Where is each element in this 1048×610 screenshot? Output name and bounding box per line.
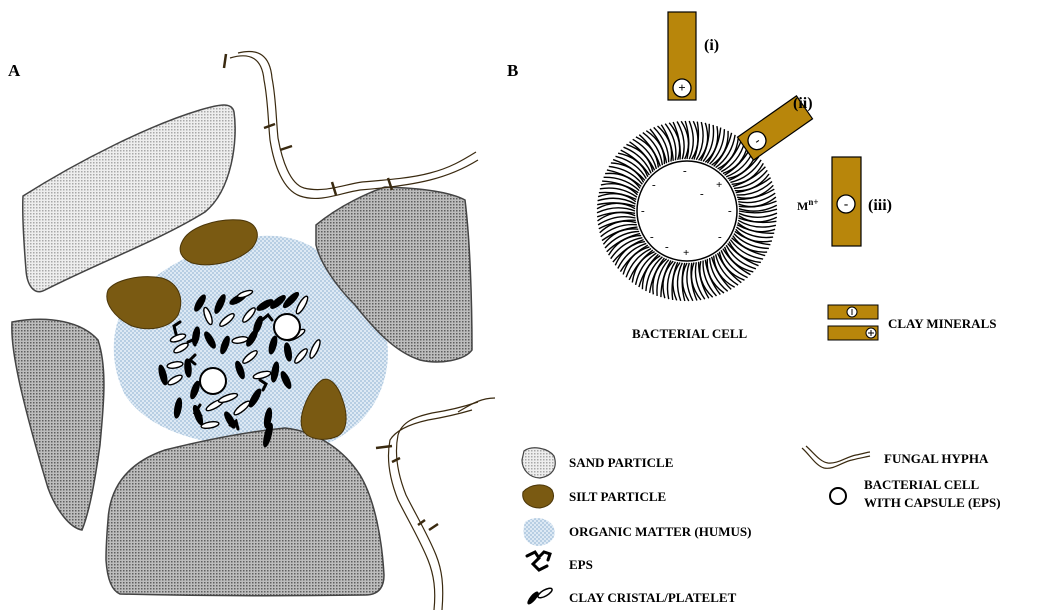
clay-plate-i: + (i): [668, 12, 719, 100]
panel-b-label: B: [507, 61, 518, 80]
cell-body: [637, 161, 737, 261]
legend-sand: SAND PARTICLE: [522, 448, 673, 478]
legend-hypha: FUNGAL HYPHA: [802, 446, 989, 468]
cell-charge: -: [641, 205, 645, 217]
clay-minerals-icon: [828, 305, 878, 340]
legend-hypha-label: FUNGAL HYPHA: [884, 451, 989, 466]
plate-label: (i): [704, 37, 719, 54]
legend-clay: CLAY CRISTAL/PLATELET: [526, 586, 737, 606]
legend-eps-label: EPS: [569, 557, 593, 572]
clay-plate-ii: - (ii): [737, 95, 812, 160]
cell-charge: -: [700, 188, 704, 200]
capsule-fiber: [597, 212, 635, 217]
metal-cation-sup: n+: [808, 197, 818, 207]
capsule-fiber: [598, 194, 636, 202]
cell-charge: +: [683, 247, 689, 259]
legend-eps: EPS: [527, 552, 593, 572]
cell-charge: -: [683, 165, 687, 177]
bacterial-cell-label: BACTERIAL CELL: [632, 326, 748, 341]
bacterial-cell-with-capsule: [200, 368, 226, 394]
legend-capsule-label-1: BACTERIAL CELL: [864, 477, 980, 492]
legend: SAND PARTICLE SILT PARTICLE ORGANIC MATT…: [522, 446, 1001, 606]
plate-charge: -: [844, 196, 848, 211]
legend-organic-label: ORGANIC MATTER (HUMUS): [569, 524, 751, 539]
capsule-fiber: [601, 225, 637, 237]
cell-charge: -: [650, 231, 654, 243]
plate-label: (iii): [868, 197, 892, 214]
cell-charge: -: [652, 179, 656, 191]
cell-charge: -: [718, 231, 722, 243]
clay-minerals-label: CLAY MINERALS: [888, 316, 996, 331]
legend-capsule-label-2: WITH CAPSULE (EPS): [864, 495, 1001, 510]
capsule-fiber: [689, 121, 693, 159]
capsule-fiber: [739, 213, 777, 217]
sand-particle: [106, 428, 384, 596]
legend-sand-label: SAND PARTICLE: [569, 455, 673, 470]
bacterial-cell-with-capsule: [274, 314, 300, 340]
legend-silt-label: SILT PARTICLE: [569, 489, 666, 504]
cell-charge: -: [728, 205, 732, 217]
legend-capsule: BACTERIAL CELL WITH CAPSULE (EPS): [830, 477, 1001, 510]
cell-charge: +: [716, 179, 722, 191]
legend-clay-label: CLAY CRISTAL/PLATELET: [569, 590, 737, 605]
clay-plate-iii: - (iii) Mn+: [797, 157, 892, 246]
legend-organic: ORGANIC MATTER (HUMUS): [523, 518, 751, 546]
plate-charge: +: [678, 80, 685, 95]
cell-charge: -: [665, 241, 669, 253]
panel-a-label: A: [8, 61, 21, 80]
metal-cation-base: M: [797, 199, 808, 213]
legend-silt: SILT PARTICLE: [523, 485, 666, 508]
plate-label: (ii): [793, 95, 813, 112]
metal-cation: Mn+: [797, 197, 818, 213]
sand-particle: [12, 319, 104, 530]
